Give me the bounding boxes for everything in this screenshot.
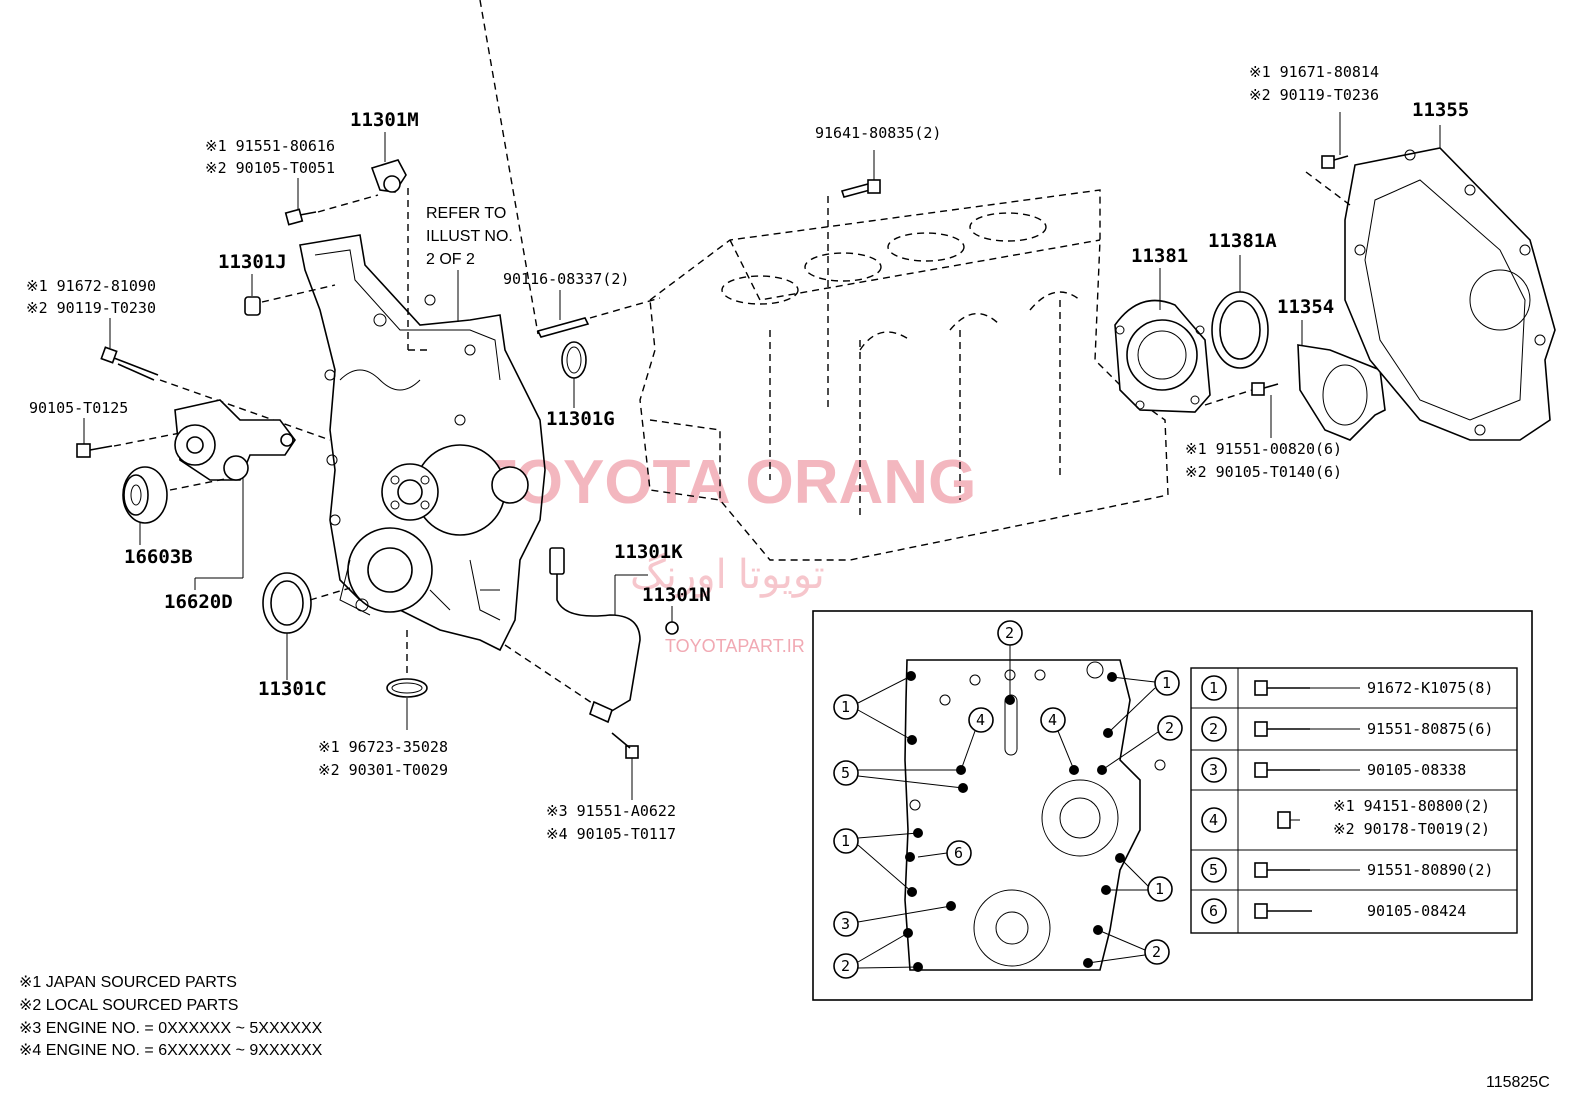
- bracket-16620d: [139, 478, 244, 590]
- label-96723-2: ※2 90301-T0029: [318, 761, 448, 779]
- label-91671-2: ※2 90119-T0236: [1249, 86, 1379, 104]
- stud-bolt-90116: [479, 0, 661, 338]
- bolt-row-2-part: 91551-80875(6): [1367, 720, 1493, 738]
- bolt-row-1: 1 91672-K1075(8): [1201, 675, 1493, 701]
- label-90105-t0125: 90105-T0125: [29, 399, 128, 417]
- label-11301k: 11301K: [614, 541, 683, 563]
- crank-oil-seal: [262, 572, 351, 680]
- label-16603b: 16603B: [124, 546, 193, 568]
- chain-tensioner-assembly: [174, 399, 296, 481]
- label-11301m: 11301M: [350, 109, 419, 131]
- legend-line-1: ※1 JAPAN SOURCED PARTS: [19, 974, 237, 991]
- engine-rear-end-plate: [1344, 125, 1556, 441]
- bolt-table: 1 91672-K1075(8) 2 91551-80875(6) 3: [1190, 667, 1518, 934]
- inset-num-5: 5: [841, 764, 850, 782]
- inset-num-4a: 4: [976, 711, 985, 729]
- label-11301c: 11301C: [258, 678, 327, 700]
- cylinder-block: [639, 189, 1169, 561]
- bolt-91671-80814: [1305, 112, 1351, 206]
- label-11301j: 11301J: [218, 251, 287, 273]
- bolt-row-3-part: 90105-08338: [1367, 761, 1466, 779]
- bolt-location-inset: 1 5 1 3 2 2 4 6 4: [812, 610, 1533, 1001]
- label-90116: 90116-08337(2): [503, 270, 629, 288]
- bolt-91672-81090: [100, 346, 331, 441]
- inset-num-2a: 2: [841, 957, 850, 975]
- label-11301g: 11301G: [546, 408, 615, 430]
- label-16620d: 16620D: [164, 591, 233, 613]
- label-11381a: 11381A: [1208, 230, 1277, 252]
- legend-line-2: ※2 LOCAL SOURCED PARTS: [19, 997, 238, 1014]
- label-11301n: 11301N: [642, 584, 711, 606]
- label-11354: 11354: [1277, 296, 1334, 318]
- bolt-row-2-num: 2: [1209, 720, 1218, 738]
- callout-labels: 11301M ※1 91551-80616 ※2 90105-T0051 REF…: [26, 63, 1469, 843]
- bolt-row-4-part-1: ※1 94151-80800(2): [1333, 797, 1490, 815]
- o-ring-96723: [386, 630, 428, 730]
- bolt-row-6: 6 90105-08424: [1201, 898, 1466, 924]
- bolt-row-5-part: 91551-80890(2): [1367, 861, 1493, 879]
- plug-11301j: [244, 284, 336, 316]
- bolt-11301m: [284, 194, 379, 226]
- label-91672-81090-1: ※1 91672-81090: [26, 277, 156, 295]
- inset-num-4b: 4: [1048, 711, 1057, 729]
- legend-line-3: ※3 ENGINE NO. = 0XXXXXX ~ 5XXXXXX: [19, 1020, 323, 1037]
- inset-num-1d: 1: [1155, 880, 1164, 898]
- diagram-id: 115825C: [1486, 1074, 1550, 1091]
- inspection-cover: [1297, 320, 1386, 441]
- watermark-brand: TOYOTA ORANG: [478, 448, 976, 517]
- oil-seal-retainer: [1114, 268, 1211, 413]
- bolt-91551-a0622: [611, 732, 639, 800]
- bolt-91551-00820: [1204, 382, 1279, 438]
- inset-num-6: 6: [954, 844, 963, 862]
- refer-line-3: 2 OF 2: [426, 251, 475, 268]
- bolt-row-4-part-2: ※2 90178-T0019(2): [1333, 820, 1490, 838]
- bolt-row-6-num: 6: [1209, 902, 1218, 920]
- inset-num-2b: 2: [1005, 624, 1014, 642]
- watermark-site: TOYOTAPART.IR: [665, 636, 805, 656]
- bolt-row-4: 4 ※1 94151-80800(2) ※2 90178-T0019(2): [1201, 797, 1490, 838]
- label-a0622-3: ※3 91551-A0622: [546, 802, 676, 820]
- idler-pulley: [122, 466, 231, 524]
- label-00820-1: ※1 91551-00820(6): [1185, 440, 1342, 458]
- inset-num-1c: 1: [1162, 674, 1171, 692]
- bolt-row-6-part: 90105-08424: [1367, 902, 1466, 920]
- bolt-row-5: 5 91551-80890(2): [1201, 857, 1493, 883]
- inset-num-1b: 1: [841, 832, 850, 850]
- legend-line-4: ※4 ENGINE NO. = 6XXXXXX ~ 9XXXXXX: [19, 1042, 323, 1059]
- label-11381: 11381: [1131, 245, 1188, 267]
- label-91671-1: ※1 91671-80814: [1249, 63, 1379, 81]
- inset-callouts: 1 5 1 3 2 2 4 6 4: [833, 620, 1183, 979]
- bolt-90105-t0125: [76, 431, 186, 458]
- timing-chain-cover: [299, 234, 546, 652]
- cam-position-sensor: [370, 159, 430, 351]
- label-00820-2: ※2 90105-T0140(6): [1185, 463, 1342, 481]
- bolt-row-3-num: 3: [1209, 761, 1218, 779]
- label-11301m-2: ※2 90105-T0051: [205, 159, 335, 177]
- refer-line-2: ILLUST NO.: [426, 228, 513, 245]
- label-96723-1: ※1 96723-35028: [318, 738, 448, 756]
- bolt-row-2: 2 91551-80875(6): [1201, 716, 1493, 742]
- label-91641: 91641-80835(2): [815, 124, 941, 142]
- bolt-row-1-part: 91672-K1075(8): [1367, 679, 1493, 697]
- inset-num-3: 3: [841, 915, 850, 933]
- inset-num-2c: 2: [1165, 719, 1174, 737]
- label-11301m-1: ※1 91551-80616: [205, 137, 335, 155]
- bolt-row-4-num: 4: [1209, 811, 1218, 829]
- inset-num-2d: 2: [1152, 943, 1161, 961]
- o-ring-11301g: [561, 341, 587, 408]
- inset-num-1a: 1: [841, 698, 850, 716]
- refer-line-1: REFER TO: [426, 205, 506, 222]
- bolt-91641: [827, 150, 881, 410]
- bolt-row-1-num: 1: [1209, 679, 1218, 697]
- rear-oil-seal: [1211, 255, 1269, 369]
- label-a0622-4: ※4 90105-T0117: [546, 825, 676, 843]
- knock-sensor: [504, 547, 679, 724]
- label-11355: 11355: [1412, 99, 1469, 121]
- bolt-row-3: 3 90105-08338: [1201, 757, 1466, 783]
- legend: ※1 JAPAN SOURCED PARTS ※2 LOCAL SOURCED …: [19, 974, 323, 1059]
- bolt-row-5-num: 5: [1209, 861, 1218, 879]
- label-91672-81090-2: ※2 90119-T0230: [26, 299, 156, 317]
